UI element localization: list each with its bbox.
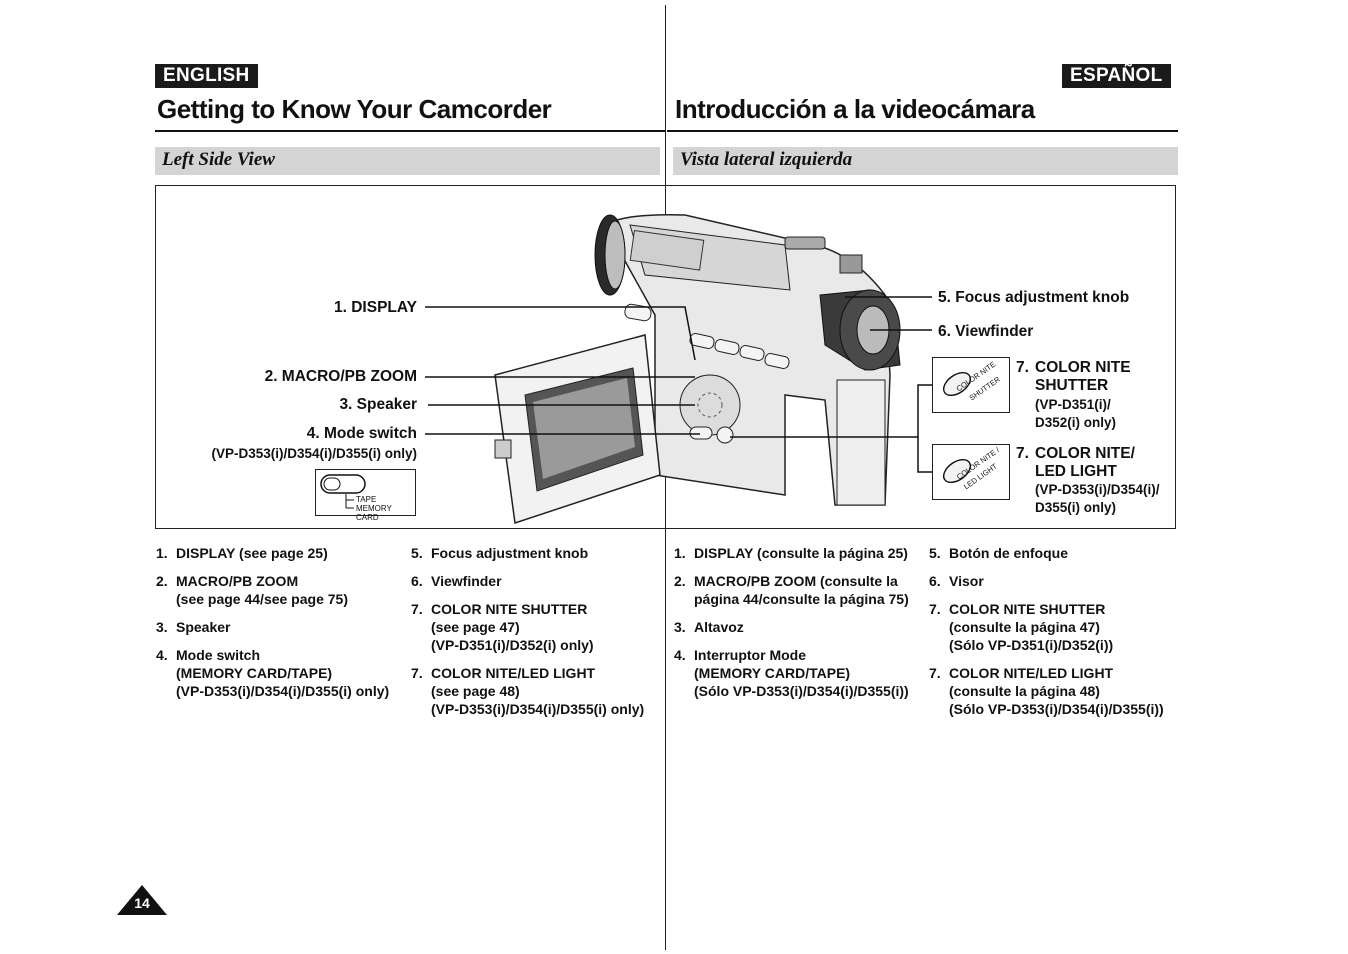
list-item-text: Focus adjustment knob [431, 545, 589, 561]
list-item-text: Mode switch [176, 647, 261, 663]
list-item-text: DISPLAY (see page 25) [176, 545, 328, 561]
list-item-text: (consulte la página 48) [949, 683, 1100, 699]
page-title-spanish: Introducción a la videocámara [675, 94, 1035, 124]
list-item-text: Botón de enfoque [949, 545, 1068, 561]
color-nite-shutter-inset: COLOR NITE SHUTTER [932, 357, 1010, 413]
list-item-text: Speaker [176, 619, 231, 635]
list-item-text: COLOR NITE SHUTTER [949, 601, 1106, 617]
list-item-text: Visor [949, 573, 984, 589]
list-item-text: (VP-D351(i)/D352(i) only) [431, 637, 594, 653]
color-nite-led-inset: COLOR NITE / LED LIGHT [932, 444, 1010, 500]
list-item-text: página 44/consulte la página 75) [694, 591, 909, 607]
callout-models: D352(i) only) [1035, 415, 1117, 430]
list-item-text: (Sólo VP-D351(i)/D352(i)) [949, 637, 1114, 653]
list-item-number: 3. [156, 619, 168, 635]
callout-display: 1. DISPLAY [334, 299, 417, 316]
section-bar-english: Left Side View [155, 147, 660, 175]
list-item-text: COLOR NITE SHUTTER [431, 601, 588, 617]
callout-color-nite-led: COLOR NITE/ [1035, 445, 1135, 462]
mode-switch-icon [320, 474, 366, 509]
list-item-number: 1. [156, 545, 168, 561]
parts-list-english-col2: 5. Focus adjustment knob 6. Viewfinder 7. COL… [411, 544, 661, 724]
led-light-leader [917, 437, 932, 473]
list-item-number: 7. [929, 665, 941, 681]
list-item-text: (VP-D353(i)/D354(i)/D355(i) only) [431, 701, 645, 717]
display-leader [425, 306, 696, 361]
list-item-text: Interruptor Mode [694, 647, 806, 663]
list-item-text: Altavoz [694, 619, 744, 635]
callout-number: 7. [1016, 359, 1029, 376]
list-item-text: (VP-D353(i)/D354(i)/D355(i) only) [176, 683, 390, 699]
callout-macro-pb-zoom: 2. MACRO/PB ZOOM [264, 368, 417, 385]
callout-color-nite-shutter: COLOR NITE [1035, 359, 1131, 376]
list-item-text: (Sólo VP-D353(i)/D354(i)/D355(i)) [694, 683, 909, 699]
list-item-number: 1. [674, 545, 686, 561]
page-number-badge: 14 [116, 884, 168, 921]
list-item-text: COLOR NITE/LED LIGHT [949, 665, 1114, 681]
callout-mode-switch: 4. Mode switch [306, 425, 417, 442]
list-item-text: (see page 47) [431, 619, 520, 635]
page-number: 14 [134, 895, 150, 911]
list-item-text: (see page 44/see page 75) [176, 591, 348, 607]
camcorder-illustration [494, 213, 901, 524]
title-rule [667, 130, 1178, 132]
callout-viewfinder: 6. Viewfinder [938, 323, 1034, 340]
list-item-text: COLOR NITE/LED LIGHT [431, 665, 596, 681]
list-item-text: (consulte la página 47) [949, 619, 1100, 635]
list-item-number: 7. [929, 601, 941, 617]
switch-label-tape: TAPE [356, 495, 377, 504]
section-bar-spanish: Vista lateral izquierda [673, 147, 1178, 175]
list-item-number: 4. [156, 647, 168, 663]
page-number-triangle [117, 885, 167, 915]
callout-speaker: 3. Speaker [339, 396, 417, 413]
led-light-button-icon [942, 458, 972, 484]
list-item-text: (see page 48) [431, 683, 520, 699]
list-item-number: 2. [674, 573, 686, 589]
column-divider [665, 5, 666, 950]
switch-label-memory-card: MEMORY CARD [356, 504, 392, 522]
language-tab-spanish: ESPAÑOL [1062, 64, 1171, 88]
list-item-text: MACRO/PB ZOOM (consulte la [694, 573, 898, 589]
color-nite-leader [730, 384, 932, 438]
list-item-text: (Sólo VP-D353(i)/D354(i)/D355(i)) [949, 701, 1164, 717]
list-item-number: 3. [674, 619, 686, 635]
list-item-text: MACRO/PB ZOOM [176, 573, 299, 589]
list-item-number: 6. [929, 573, 941, 589]
parts-list-english-col1: 1. DISPLAY (see page 25) 2. MACRO/PB ZOOM (s… [156, 544, 406, 724]
callout-models: (VP-D351(i)/ [1035, 397, 1111, 412]
title-rule [155, 130, 665, 132]
color-nite-button-icon [942, 371, 972, 397]
callout-models: D355(i) only) [1035, 500, 1117, 515]
list-item-text: DISPLAY (consulte la página 25) [694, 545, 908, 561]
callout-models: (VP-D353(i)/D354(i)/ [1035, 482, 1160, 497]
list-item-number: 4. [674, 647, 686, 663]
page-title-english: Getting to Know Your Camcorder [157, 94, 552, 124]
parts-list-spanish-col1: 1. DISPLAY (consulte la página 25) 2. MACRO… [674, 544, 924, 724]
callout-mode-models: (VP-D353(i)/D354(i)/D355(i) only) [211, 446, 417, 461]
diagram-frame [155, 185, 1176, 529]
list-item-number: 5. [929, 545, 941, 561]
callout-focus-knob: 5. Focus adjustment knob [938, 289, 1130, 306]
callout-color-nite-led: LED LIGHT [1035, 463, 1117, 480]
list-item-number: 7. [411, 601, 423, 617]
section-heading: Vista lateral izquierda [680, 149, 853, 170]
mode-switch-detail: TAPE MEMORY CARD [315, 469, 416, 522]
language-tab-english: ENGLISH [155, 64, 258, 88]
callout-number: 7. [1016, 445, 1029, 462]
list-item-number: 7. [411, 665, 423, 681]
list-item-number: 2. [156, 573, 168, 589]
list-item-number: 6. [411, 573, 423, 589]
list-item-text: (MEMORY CARD/TAPE) [694, 665, 851, 681]
list-item-number: 5. [411, 545, 423, 561]
parts-list-spanish-col2: 5. Botón de enfoque 6. Visor 7. COLOR NITE SH… [929, 544, 1179, 724]
list-item-text: (MEMORY CARD/TAPE) [176, 665, 333, 681]
callout-color-nite-shutter: SHUTTER [1035, 377, 1109, 394]
list-item-text: Viewfinder [431, 573, 502, 589]
section-heading: Left Side View [162, 149, 275, 170]
